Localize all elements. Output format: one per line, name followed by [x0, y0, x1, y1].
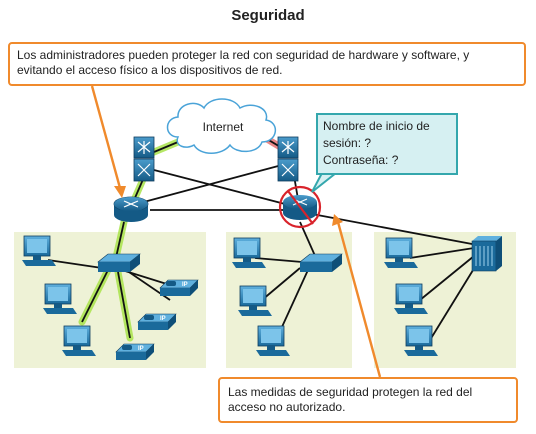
login-bubble-tail: [311, 172, 339, 193]
pc-right-2: [394, 283, 428, 314]
ip-phone-label: IP: [160, 316, 166, 322]
login-prompt-line2: sesión: ?: [323, 136, 372, 150]
callout-security-measures: Las medidas de seguridad protegen la red…: [218, 377, 518, 423]
switch-left: [97, 253, 141, 272]
ip-phone-1: IP: [159, 279, 199, 296]
pc-middle-3: [256, 325, 290, 356]
firewall-right: [277, 136, 299, 182]
ip-phone-3: IP: [115, 343, 155, 360]
login-prompt-bubble: Nombre de inicio de sesión: ? Contraseña…: [316, 113, 458, 175]
breach-warning-icon: [278, 185, 322, 229]
pc-left-3: [62, 325, 96, 356]
pc-right-1: [384, 237, 418, 268]
login-prompt-line1: Nombre de inicio de: [323, 119, 430, 133]
ip-phone-label: IP: [138, 346, 144, 352]
switch-middle: [299, 253, 343, 272]
router-left: [113, 196, 149, 222]
callout-arrow-bottom: [332, 214, 382, 378]
diagram-title: Seguridad: [231, 7, 305, 24]
callout-arrow-top: [90, 85, 126, 198]
ip-phone-label: IP: [182, 282, 188, 288]
login-prompt-line3: Contraseña: ?: [323, 153, 399, 167]
pc-middle-2: [238, 285, 272, 316]
server: [471, 236, 502, 272]
pc-left-2: [43, 283, 77, 314]
pc-left-1: [22, 235, 56, 266]
pc-right-3: [404, 325, 438, 356]
callout-admin-security: Los administradores pueden proteger la r…: [8, 42, 526, 86]
internet-cloud: [166, 98, 276, 154]
pc-middle-1: [232, 237, 266, 268]
ip-phone-2: IP: [137, 313, 177, 330]
internet-label: Internet: [202, 120, 244, 134]
firewall-left: [133, 136, 155, 182]
